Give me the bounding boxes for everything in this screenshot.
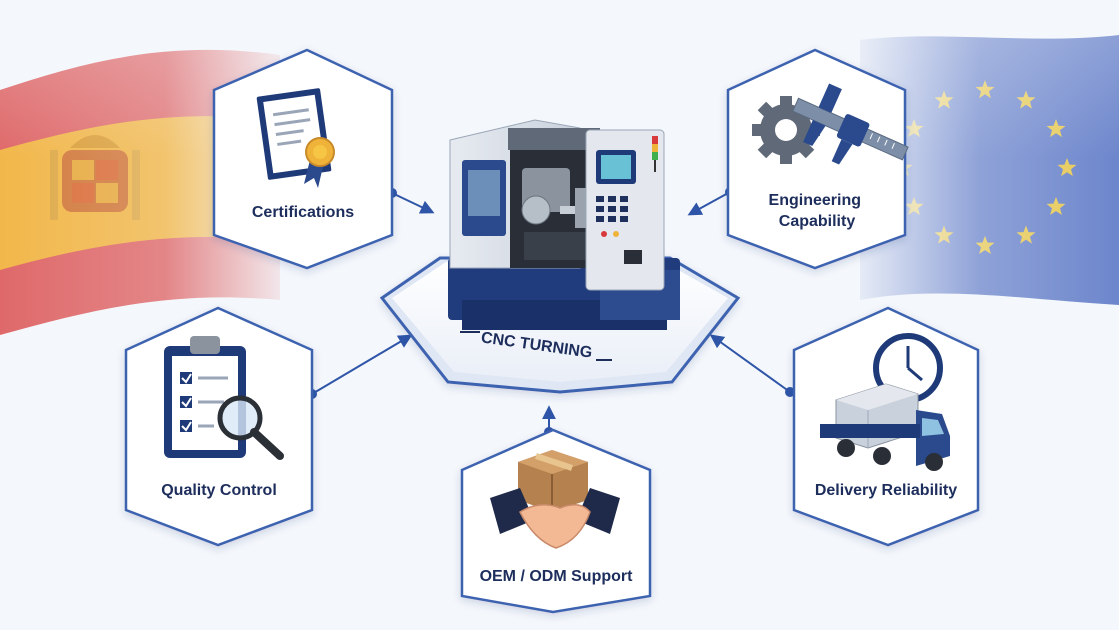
- connector-quality: [311, 334, 413, 395]
- clipboard-magnifier-icon: [164, 336, 284, 460]
- node-quality-label: Quality Control: [161, 482, 277, 499]
- handshake-box-icon: [490, 450, 620, 549]
- connector-certifications: [391, 192, 435, 214]
- gear-caliper-icon: [752, 83, 909, 165]
- node-delivery[interactable]: Delivery Reliability: [792, 306, 980, 547]
- node-quality[interactable]: Quality Control: [124, 306, 314, 547]
- node-certifications-label: Certifications: [252, 204, 354, 221]
- node-oem[interactable]: OEM / ODM Support: [460, 428, 652, 614]
- node-engineering[interactable]: Engineering Capability: [726, 48, 919, 270]
- cnc-machine-icon: [448, 119, 680, 330]
- connector-engineering: [687, 191, 731, 216]
- node-oem-label: OEM / ODM Support: [480, 568, 634, 585]
- node-cards: Certifications: [124, 48, 980, 614]
- node-engineering-label: Engineering Capability: [769, 192, 866, 230]
- connector-delivery: [709, 334, 791, 393]
- truck-clock-icon: [820, 333, 950, 471]
- node-delivery-label: Delivery Reliability: [815, 482, 957, 499]
- certificate-icon: [256, 88, 335, 188]
- node-certifications[interactable]: Certifications: [212, 48, 394, 270]
